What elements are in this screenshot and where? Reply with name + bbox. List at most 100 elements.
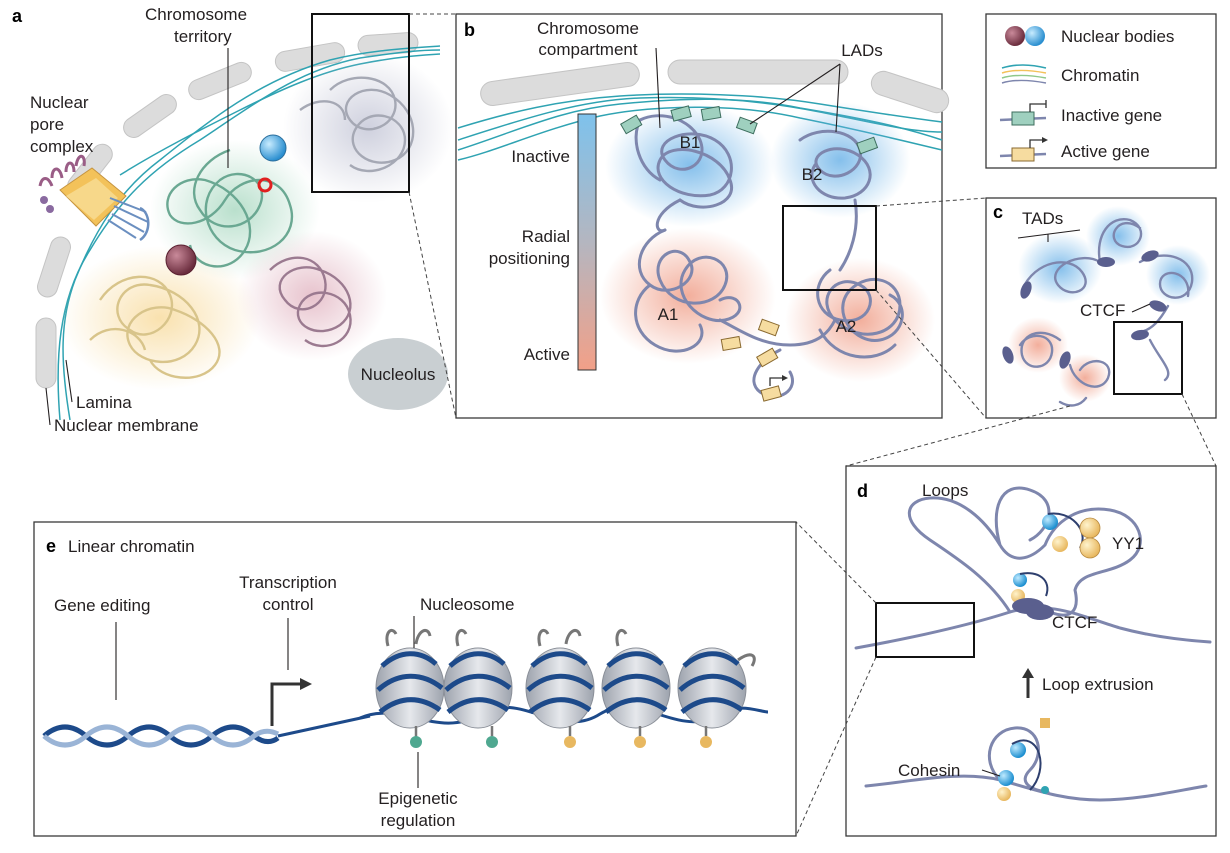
- panel-b-active-genes: [720, 318, 782, 402]
- nuclear-body-maroon: [165, 244, 197, 276]
- cohesin-label: Cohesin: [898, 761, 960, 780]
- compartment-a1-label: A1: [658, 305, 679, 324]
- zoom-box-b: [782, 205, 877, 291]
- panel-e-letter: e: [46, 536, 56, 556]
- nuclear-membrane-label: Nuclear membrane: [54, 416, 199, 435]
- compartment-b2-label: B2: [802, 165, 823, 184]
- dna-helix: [42, 714, 371, 748]
- territory-grey-fiber: [299, 76, 415, 173]
- yy1-label: YY1: [1112, 534, 1144, 553]
- panel-d-frame: [845, 465, 1217, 837]
- panel-e: e Linear chromatin: [33, 521, 797, 837]
- chromosome-territory-label-line1: Chromosome: [145, 5, 247, 24]
- panel-d: d Loops YY1 CTCF: [845, 465, 1217, 837]
- panel-b-letter: b: [464, 20, 475, 40]
- legend-frame: [985, 13, 1217, 169]
- active-gene-icon: [999, 137, 1048, 162]
- transcription-control-label-line1: Transcription: [239, 573, 337, 592]
- lamina-label: Lamina: [76, 393, 132, 412]
- nucleosome-2: [443, 629, 513, 729]
- epigenetic-regulation-label-line1: Epigenetic: [378, 789, 458, 808]
- zoom-line-cd-right: [1181, 393, 1217, 467]
- zoom-line-bc-top: [875, 197, 987, 207]
- panel-b: b: [455, 13, 950, 419]
- compartment-a2-cloud: [785, 258, 935, 382]
- chromosome-compartment-leader: [655, 47, 661, 129]
- cohesin-leader: [981, 769, 1001, 777]
- panel-c-letter: c: [993, 202, 1003, 222]
- ctcf-label-d: CTCF: [1052, 613, 1097, 632]
- nuclear-pore-complex-icon: [38, 154, 150, 242]
- legend-chromatin-label: Chromatin: [1061, 66, 1139, 85]
- legend-active-gene-label: Active gene: [1061, 142, 1150, 161]
- panel-b-inactive-genes: [620, 105, 879, 155]
- radial-positioning-label-line1: Radial: [522, 227, 570, 246]
- epigenetic-regulation-label-line2: regulation: [381, 811, 456, 830]
- chromosome-compartment-label-line1: Chromosome: [537, 19, 639, 38]
- zoom-line-cd-left: [845, 405, 1071, 467]
- legend: Nuclear bodies Chromatin Inactive gene A…: [985, 13, 1217, 169]
- transcription-arrow-icon: [270, 678, 312, 726]
- territory-grey-cloud: [283, 53, 453, 203]
- territory-green-fiber: [166, 148, 293, 268]
- territory-yellow-fiber: [89, 275, 221, 379]
- loop-extrusion-arrow-icon: [1022, 668, 1034, 698]
- zoom-line-bc-bottom: [875, 289, 987, 419]
- compartment-b1-label: B1: [680, 133, 701, 152]
- radial-positioning-bar: [577, 113, 597, 371]
- nucleolus-shape: [348, 338, 448, 410]
- nucleosome-1: [375, 628, 445, 729]
- nuclear-bodies-icon: [1005, 26, 1045, 46]
- panel-e-title: Linear chromatin: [68, 537, 195, 556]
- nucleosome-4: [601, 629, 671, 729]
- ctcf-leader-c: [1131, 303, 1151, 313]
- territory-pink-fiber: [269, 256, 352, 348]
- tad-5-cloud: [1059, 354, 1111, 402]
- panel-b-active-arrow-icon: [769, 377, 786, 386]
- inactive-gene-icon: [999, 100, 1047, 126]
- panel-b-envelope: [480, 59, 950, 114]
- zoom-box-a: [311, 13, 410, 193]
- nuclear-pore-label-line2: pore: [30, 115, 64, 134]
- ctcf-markers: [1002, 250, 1167, 369]
- nuclear-body-blue: [259, 134, 287, 162]
- zoom-box-d: [875, 602, 975, 658]
- lads-label: LADs: [841, 41, 883, 60]
- panel-b-a2-fiber: [816, 268, 904, 359]
- panel-c: c TADs CTCF: [985, 197, 1217, 419]
- ctcf-d-icon: [1012, 598, 1054, 620]
- loops-label: Loops: [922, 481, 968, 500]
- territory-yellow-cloud: [60, 246, 260, 390]
- zoom-line-de-top: [795, 521, 877, 604]
- panel-b-active-arrowhead-icon: [782, 375, 788, 381]
- panel-b-connector-fiber: [655, 198, 858, 398]
- legend-inactive-gene-label: Inactive gene: [1061, 106, 1162, 125]
- tad-4-cloud: [1008, 317, 1068, 373]
- gene-editing-label: Gene editing: [54, 596, 150, 615]
- gene-locus-marker: [257, 177, 273, 193]
- nuclear-pore-label-line3: complex: [30, 137, 94, 156]
- ctcf-label-c: CTCF: [1080, 301, 1125, 320]
- radial-inactive-label: Inactive: [511, 147, 570, 166]
- chromatin-icon: [1001, 64, 1047, 84]
- histone-marks: [410, 726, 712, 748]
- panel-b-a1-fiber: [634, 228, 742, 353]
- compartment-a2-label: A2: [836, 317, 857, 336]
- chromosome-territory-label-line2: territory: [174, 27, 232, 46]
- compartment-a1-cloud: [600, 228, 776, 364]
- nucleosome-array: [375, 628, 756, 729]
- radial-active-label: Active: [524, 345, 570, 364]
- loop-extrusion-label: Loop extrusion: [1042, 675, 1154, 694]
- lads-leader: [749, 63, 841, 133]
- zoom-box-c: [1113, 321, 1183, 395]
- panel-a-letter: a: [12, 6, 23, 26]
- tads-bracket: [1017, 229, 1081, 242]
- legend-nuclear-bodies-label: Nuclear bodies: [1061, 27, 1174, 46]
- nuclear-membrane-leader: [45, 387, 51, 426]
- nucleosome-3: [525, 628, 595, 729]
- zoom-line-ab-bottom: [408, 191, 457, 419]
- yy1-icon: [1079, 517, 1101, 559]
- chromosome-compartment-label-line2: compartment: [538, 40, 637, 59]
- panel-d-letter: d: [857, 481, 868, 501]
